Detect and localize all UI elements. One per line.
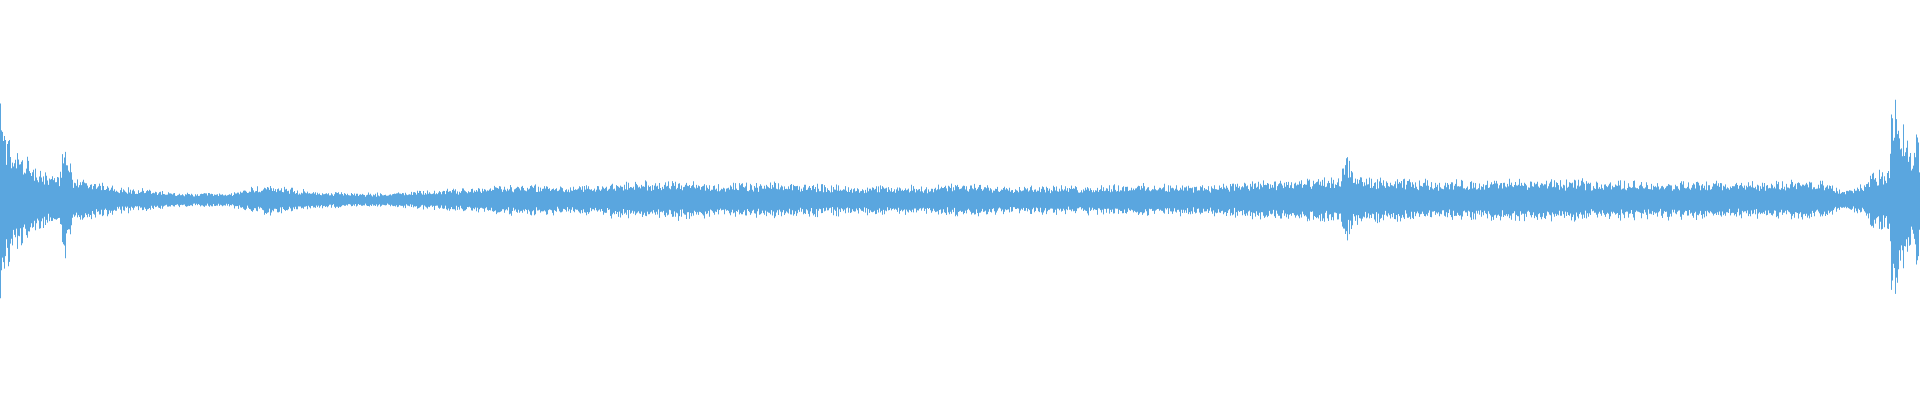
waveform-bars [0,99,1920,299]
waveform-path [0,99,1920,299]
